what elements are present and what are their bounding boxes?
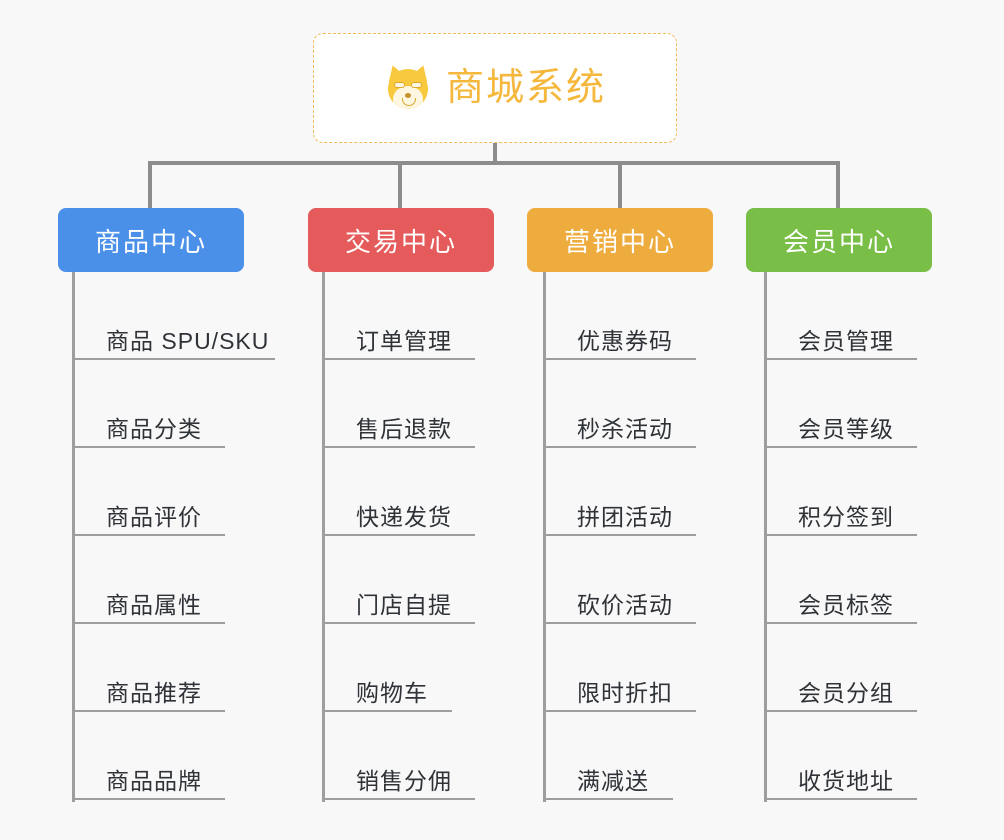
list-item[interactable]: 商品 SPU/SKU <box>72 272 275 360</box>
list-item-label: 会员管理 <box>798 327 894 354</box>
root-title: 商城系统 <box>445 67 606 109</box>
root-node-shopping-mall-system[interactable]: 商城系统 <box>313 33 677 143</box>
list-item[interactable]: 积分签到 <box>764 448 917 536</box>
list-item-label: 商品推荐 <box>106 679 202 706</box>
list-item[interactable]: 购物车 <box>322 624 452 712</box>
list-item[interactable]: 销售分佣 <box>322 712 475 800</box>
list-item[interactable]: 收货地址 <box>764 712 917 800</box>
list-item[interactable]: 订单管理 <box>322 272 475 360</box>
list-item[interactable]: 售后退款 <box>322 360 475 448</box>
connector-drop-member-center <box>836 161 840 209</box>
list-item-label: 收货地址 <box>798 767 894 794</box>
list-item[interactable]: 快递发货 <box>322 448 475 536</box>
list-item[interactable]: 门店自提 <box>322 536 475 624</box>
list-item-label: 商品评价 <box>106 503 202 530</box>
column-rail-trade-center <box>322 272 325 802</box>
list-item[interactable]: 商品属性 <box>72 536 225 624</box>
list-item-label: 快递发货 <box>356 503 452 530</box>
list-item-label: 积分签到 <box>798 503 894 530</box>
list-item-label: 砍价活动 <box>577 591 673 618</box>
category-title-marketing-center: 营销中心 <box>563 226 676 257</box>
column-rail-marketing-center <box>543 272 546 802</box>
connector-drop-trade-center <box>398 161 402 209</box>
list-item-label: 会员分组 <box>798 679 894 706</box>
list-item[interactable]: 商品品牌 <box>72 712 225 800</box>
list-item[interactable]: 拼团活动 <box>543 448 696 536</box>
list-item[interactable]: 满减送 <box>543 712 673 800</box>
category-title-trade-center: 交易中心 <box>344 226 457 257</box>
list-item-label: 购物车 <box>356 679 428 706</box>
list-item-label: 会员标签 <box>798 591 894 618</box>
list-item-label: 限时折扣 <box>577 679 673 706</box>
column-rail-product-center <box>72 272 75 802</box>
list-item[interactable]: 砍价活动 <box>543 536 696 624</box>
list-item-label: 商品分类 <box>106 415 202 442</box>
category-box-member-center[interactable]: 会员中心 <box>746 208 932 272</box>
list-item-label: 优惠券码 <box>577 327 673 354</box>
column-rail-member-center <box>764 272 767 802</box>
list-item-label: 售后退款 <box>356 415 452 442</box>
list-item-label: 门店自提 <box>356 591 452 618</box>
category-box-marketing-center[interactable]: 营销中心 <box>527 208 713 272</box>
list-item-label: 拼团活动 <box>577 503 673 530</box>
list-item-label: 秒杀活动 <box>577 415 673 442</box>
connector-drop-marketing-center <box>618 161 622 209</box>
list-item-label: 商品品牌 <box>106 767 202 794</box>
connector-horizontal-bar <box>149 161 839 165</box>
connector-root-stem <box>493 143 497 163</box>
category-title-member-center: 会员中心 <box>782 226 895 257</box>
category-title-product-center: 商品中心 <box>94 226 207 257</box>
list-item[interactable]: 会员等级 <box>764 360 917 448</box>
list-item-label: 满减送 <box>577 767 649 794</box>
list-item[interactable]: 商品推荐 <box>72 624 225 712</box>
dog-face-icon <box>384 62 432 112</box>
list-item[interactable]: 优惠券码 <box>543 272 696 360</box>
category-box-trade-center[interactable]: 交易中心 <box>308 208 494 272</box>
list-item-label: 订单管理 <box>356 327 452 354</box>
category-box-product-center[interactable]: 商品中心 <box>58 208 244 272</box>
list-item[interactable]: 会员管理 <box>764 272 917 360</box>
list-item[interactable]: 商品评价 <box>72 448 225 536</box>
list-item[interactable]: 会员标签 <box>764 536 917 624</box>
list-item-label: 会员等级 <box>798 415 894 442</box>
list-item[interactable]: 限时折扣 <box>543 624 696 712</box>
list-item-label: 销售分佣 <box>356 767 452 794</box>
connector-drop-product-center <box>148 161 152 209</box>
list-item[interactable]: 秒杀活动 <box>543 360 696 448</box>
list-item[interactable]: 商品分类 <box>72 360 225 448</box>
list-item-label: 商品 SPU/SKU <box>106 327 270 354</box>
list-item-label: 商品属性 <box>106 591 202 618</box>
list-item[interactable]: 会员分组 <box>764 624 917 712</box>
